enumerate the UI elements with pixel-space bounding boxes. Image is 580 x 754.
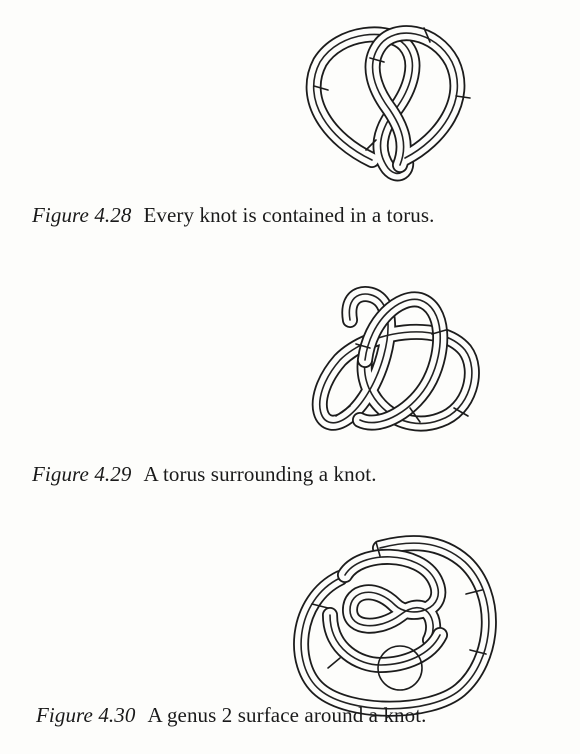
figure-caption-text: Every knot is contained in a torus. — [143, 203, 434, 227]
figure-caption: Figure 4.28 Every knot is contained in a … — [32, 203, 435, 228]
trefoil-torus-icon — [0, 240, 580, 500]
figure-caption-text: A torus surrounding a knot. — [143, 462, 376, 486]
figure-caption-text: A genus 2 surface around a knot. — [147, 703, 426, 727]
figure-4-28: Figure 4.28 Every knot is contained in a … — [0, 0, 580, 240]
figure-4-29: Figure 4.29 A torus surrounding a knot. — [0, 240, 580, 500]
figure-4-30: Figure 4.30 A genus 2 surface around a kn… — [0, 500, 580, 754]
figure-label: Figure 4.28 — [32, 203, 131, 227]
figure-label: Figure 4.30 — [36, 703, 135, 727]
figure-label: Figure 4.29 — [32, 462, 131, 486]
figure-caption: Figure 4.30 A genus 2 surface around a kn… — [36, 703, 427, 728]
figure-caption: Figure 4.29 A torus surrounding a knot. — [32, 462, 377, 487]
